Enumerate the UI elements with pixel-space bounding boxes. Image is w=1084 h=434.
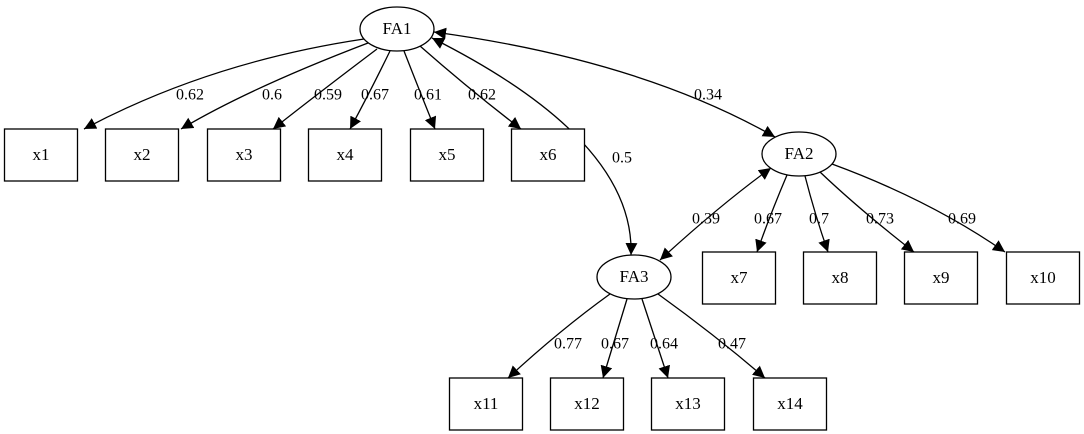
- indicator-node-x14: x14: [752, 377, 828, 431]
- indicator-box: [3, 128, 79, 182]
- latent-node-fa1: FA1: [359, 6, 435, 52]
- covariance-fa2-fa3-label: 0.39: [692, 211, 720, 228]
- indicator-label: x3: [236, 145, 253, 164]
- loading-fa2-x7-label: 0.67: [754, 211, 782, 228]
- indicator-label: x2: [134, 145, 151, 164]
- indicator-node-x7: x7: [701, 251, 777, 305]
- indicator-label: x5: [439, 145, 456, 164]
- loading-fa2-x8-arrow: [804, 175, 830, 253]
- indicator-label: x14: [777, 394, 803, 413]
- covariance-fa1-fa3-label: 0.5: [612, 150, 632, 167]
- indicator-node-x8: x8: [802, 251, 878, 305]
- indicator-box: [650, 377, 726, 431]
- indicator-node-x2: x2: [104, 128, 180, 182]
- latent-ellipse: [596, 254, 672, 300]
- indicator-label: x9: [933, 268, 950, 287]
- latent-node-fa2: FA2: [761, 131, 837, 177]
- covariance-fa1-fa2-label: 0.34: [694, 87, 722, 104]
- loading-fa3-x14-arrow: [657, 293, 766, 379]
- latent-label: FA2: [785, 144, 814, 163]
- loading-fa2-x10-label: 0.69: [948, 211, 976, 228]
- loading-fa1-x4-label: 0.67: [361, 87, 389, 104]
- indicator-box: [802, 251, 878, 305]
- indicator-node-x12: x12: [549, 377, 625, 431]
- indicator-box: [510, 128, 586, 182]
- indicator-node-x13: x13: [650, 377, 726, 431]
- loading-fa2-x8-label: 0.7: [809, 211, 829, 228]
- loading-fa1-x2-label: 0.6: [262, 87, 282, 104]
- loading-fa2-x9-label: 0.73: [866, 211, 894, 228]
- covariance-fa2-fa3-arrow: [659, 167, 772, 261]
- indicator-box: [903, 251, 979, 305]
- indicator-node-x3: x3: [206, 128, 282, 182]
- indicator-node-x9: x9: [903, 251, 979, 305]
- loading-fa1-x6-label: 0.62: [468, 87, 496, 104]
- indicator-node-x10: x10: [1005, 251, 1081, 305]
- covariance-fa1-fa2-arrow: [433, 27, 776, 138]
- loading-fa1-x2-arrow: [180, 42, 369, 130]
- indicator-box: [307, 128, 383, 182]
- indicator-box: [701, 251, 777, 305]
- indicator-box: [409, 128, 485, 182]
- loading-fa1-x1-label: 0.62: [176, 87, 204, 104]
- indicator-box: [104, 128, 180, 182]
- indicator-label: x6: [540, 145, 557, 164]
- indicator-label: x7: [731, 268, 749, 287]
- indicator-label: x8: [832, 268, 849, 287]
- indicator-box: [1005, 251, 1081, 305]
- loading-fa3-x12-arrow: [600, 298, 628, 379]
- loading-fa3-x11-label: 0.77: [554, 336, 582, 353]
- indicator-label: x13: [675, 394, 701, 413]
- latent-label: FA1: [383, 19, 412, 38]
- indicator-node-x6: x6: [510, 128, 586, 182]
- indicator-label: x11: [474, 394, 499, 413]
- indicator-node-x1: x1: [3, 128, 79, 182]
- loading-fa3-x14-label: 0.47: [718, 336, 746, 353]
- loading-fa3-x13-label: 0.64: [650, 336, 678, 353]
- indicator-box: [549, 377, 625, 431]
- loading-fa1-x5-arrow: [403, 50, 437, 130]
- indicator-label: x10: [1030, 268, 1056, 287]
- latent-ellipse: [359, 6, 435, 52]
- indicator-label: x1: [33, 145, 50, 164]
- loading-fa1-x4-arrow: [349, 50, 391, 130]
- loading-fa2-x10-arrow: [831, 163, 1006, 253]
- indicator-node-x11: x11: [448, 377, 524, 431]
- loading-fa3-x13-arrow: [641, 298, 670, 379]
- loading-fa3-x12-label: 0.67: [601, 336, 629, 353]
- loading-fa1-x3-label: 0.59: [314, 87, 342, 104]
- latent-node-fa3: FA3: [596, 254, 672, 300]
- indicator-node-x4: x4: [307, 128, 383, 182]
- latent-label: FA3: [620, 267, 649, 286]
- loading-fa1-x5-label: 0.61: [414, 87, 442, 104]
- latent-ellipse: [761, 131, 837, 177]
- indicator-box: [206, 128, 282, 182]
- indicator-label: x4: [337, 145, 355, 164]
- loading-fa2-x9-arrow: [819, 171, 915, 253]
- loading-fa1-x3-arrow: [272, 48, 378, 130]
- indicator-box: [448, 377, 524, 431]
- indicator-node-x5: x5: [409, 128, 485, 182]
- loading-fa1-x1-arrow: [83, 38, 365, 130]
- loading-fa3-x11-arrow: [507, 293, 611, 379]
- indicator-box: [752, 377, 828, 431]
- indicator-label: x12: [574, 394, 600, 413]
